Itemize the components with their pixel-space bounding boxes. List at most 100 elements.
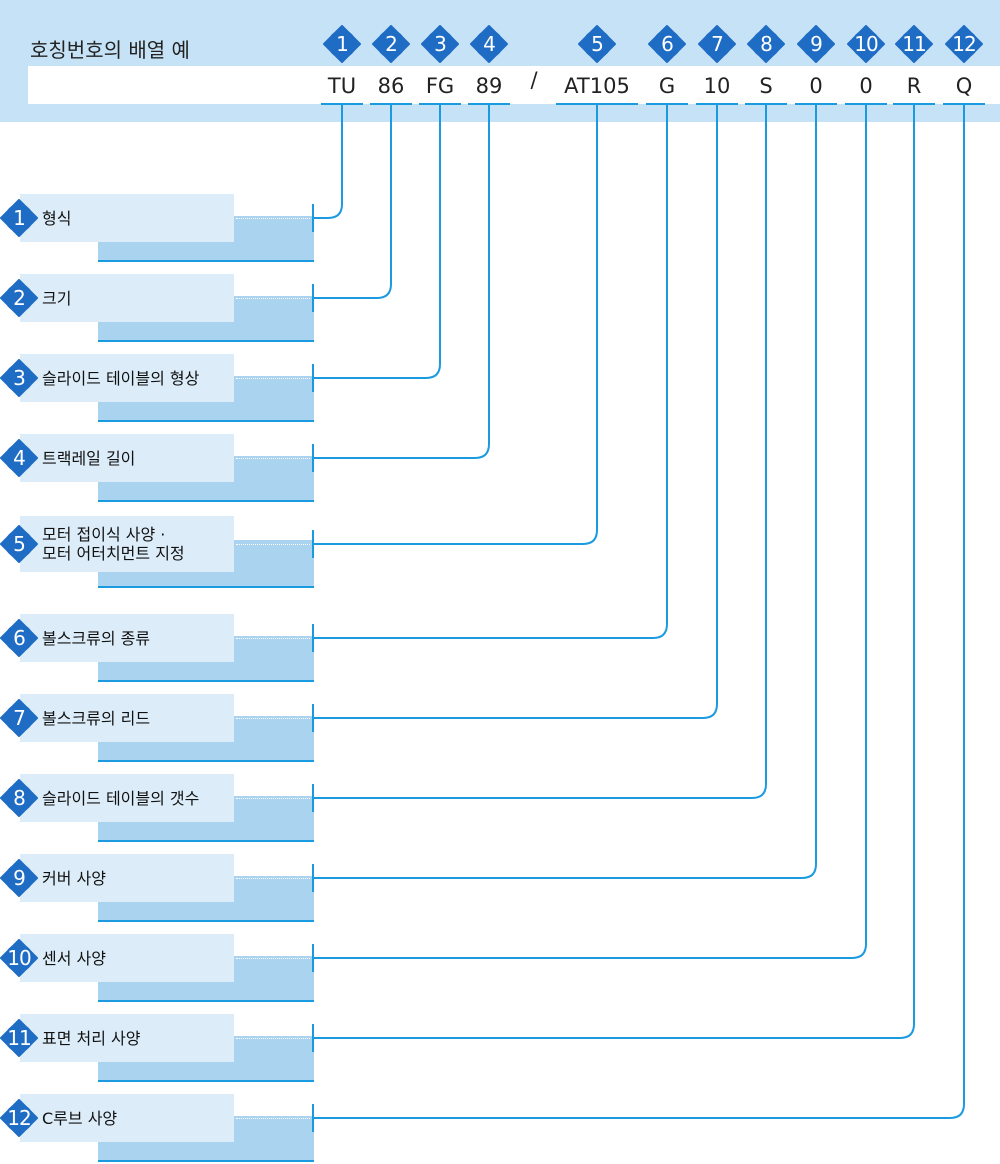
code-badge-number: 8 (760, 32, 773, 56)
item-label: 볼스크류의 리드 (42, 708, 151, 728)
code-badge-number: 11 (902, 32, 926, 56)
code-segment-8: S (759, 74, 773, 98)
item-badge-1: 1 (0, 199, 38, 237)
item-label: C루브 사양 (42, 1108, 118, 1128)
item-badge-12: 12 (0, 1099, 38, 1137)
legend-item-7: 7 볼스크류의 리드 (0, 694, 320, 764)
code-badge-number: 2 (385, 32, 398, 56)
code-underline (795, 103, 837, 105)
code-badge-9: 9 (797, 25, 835, 63)
code-underline (646, 103, 688, 105)
connector-line-7 (314, 105, 718, 719)
connector-line-2 (314, 105, 392, 299)
item-box (20, 614, 234, 662)
item-tick (312, 444, 314, 472)
connector-line-11 (314, 105, 915, 1039)
connector-line-8 (314, 105, 767, 799)
code-segment-11: R (906, 74, 922, 98)
item-tick (312, 364, 314, 392)
item-box (20, 1014, 234, 1062)
code-badge-5: 5 (578, 25, 616, 63)
code-underline (556, 103, 638, 105)
item-box (20, 194, 234, 242)
item-badge-5: 5 (0, 525, 38, 563)
code-segment-2: 86 (377, 74, 405, 98)
code-badge-10: 10 (847, 25, 885, 63)
connector-line-4 (314, 105, 490, 459)
item-label: 표면 처리 사양 (42, 1028, 141, 1048)
legend-item-4: 4 트랙레일 길이 (0, 434, 320, 504)
code-underline (370, 103, 412, 105)
item-dots (236, 458, 310, 459)
item-label: 트랙레일 길이 (42, 448, 136, 468)
item-badge-number: 7 (13, 706, 26, 730)
item-badge-number: 12 (7, 1106, 31, 1130)
item-dots (236, 218, 310, 219)
connector-line-9 (314, 105, 817, 879)
code-badge-number: 10 (854, 32, 878, 56)
item-label: 볼스크류의 종류 (42, 628, 151, 648)
header-band (0, 0, 1000, 122)
item-label: 크기 (42, 288, 72, 308)
code-segment-9: 0 (809, 74, 823, 98)
item-dots (236, 878, 310, 879)
code-segment-6: G (658, 74, 676, 98)
item-label: 슬라이드 테이블의 갯수 (42, 788, 200, 808)
code-underline (468, 103, 510, 105)
item-tick (312, 1104, 314, 1132)
connector-line-5 (314, 105, 598, 545)
item-tick (312, 864, 314, 892)
item-badge-10: 10 (0, 939, 38, 977)
item-tick (312, 284, 314, 312)
code-badge-2: 2 (372, 25, 410, 63)
item-badge-number: 8 (13, 786, 26, 810)
item-badge-number: 5 (13, 532, 26, 556)
item-dots (236, 1118, 310, 1119)
item-box (20, 694, 234, 742)
item-label: 모터 접이식 사양 · 모터 어터치먼트 지정 (42, 525, 185, 563)
item-badge-number: 11 (7, 1026, 31, 1050)
item-dots (236, 1038, 310, 1039)
code-badge-number: 5 (591, 32, 604, 56)
item-box (20, 854, 234, 902)
code-badge-number: 7 (711, 32, 724, 56)
item-badge-number: 3 (13, 366, 26, 390)
code-underline (696, 103, 738, 105)
code-underline (893, 103, 935, 105)
item-tick (312, 784, 314, 812)
item-box (20, 1094, 234, 1142)
code-segment-5: AT105 (564, 74, 630, 98)
code-badge-number: 3 (434, 32, 447, 56)
item-badge-3: 3 (0, 359, 38, 397)
item-badge-number: 1 (13, 206, 26, 230)
item-box (20, 774, 234, 822)
item-badge-number: 4 (13, 446, 26, 470)
item-tick (312, 624, 314, 652)
item-box (20, 434, 234, 482)
item-box (20, 934, 234, 982)
item-badge-2: 2 (0, 279, 38, 317)
code-badge-12: 12 (945, 25, 983, 63)
item-tick (312, 704, 314, 732)
code-segment-4: 89 (475, 74, 503, 98)
connector-line-3 (314, 105, 441, 379)
code-badge-8: 8 (747, 25, 785, 63)
code-underline (321, 103, 363, 105)
item-badge-number: 2 (13, 286, 26, 310)
item-dots (236, 378, 310, 379)
connector-line-10 (314, 105, 867, 959)
code-segment-7: 10 (703, 74, 731, 98)
item-badge-8: 8 (0, 779, 38, 817)
code-badge-number: 1 (336, 32, 349, 56)
legend-item-5: 5 모터 접이식 사양 · 모터 어터치먼트 지정 (0, 516, 320, 590)
item-badge-number: 10 (7, 946, 31, 970)
code-badge-7: 7 (698, 25, 736, 63)
code-badge-number: 12 (952, 32, 976, 56)
code-badge-4: 4 (470, 25, 508, 63)
item-dots (236, 638, 310, 639)
code-badge-number: 4 (483, 32, 496, 56)
